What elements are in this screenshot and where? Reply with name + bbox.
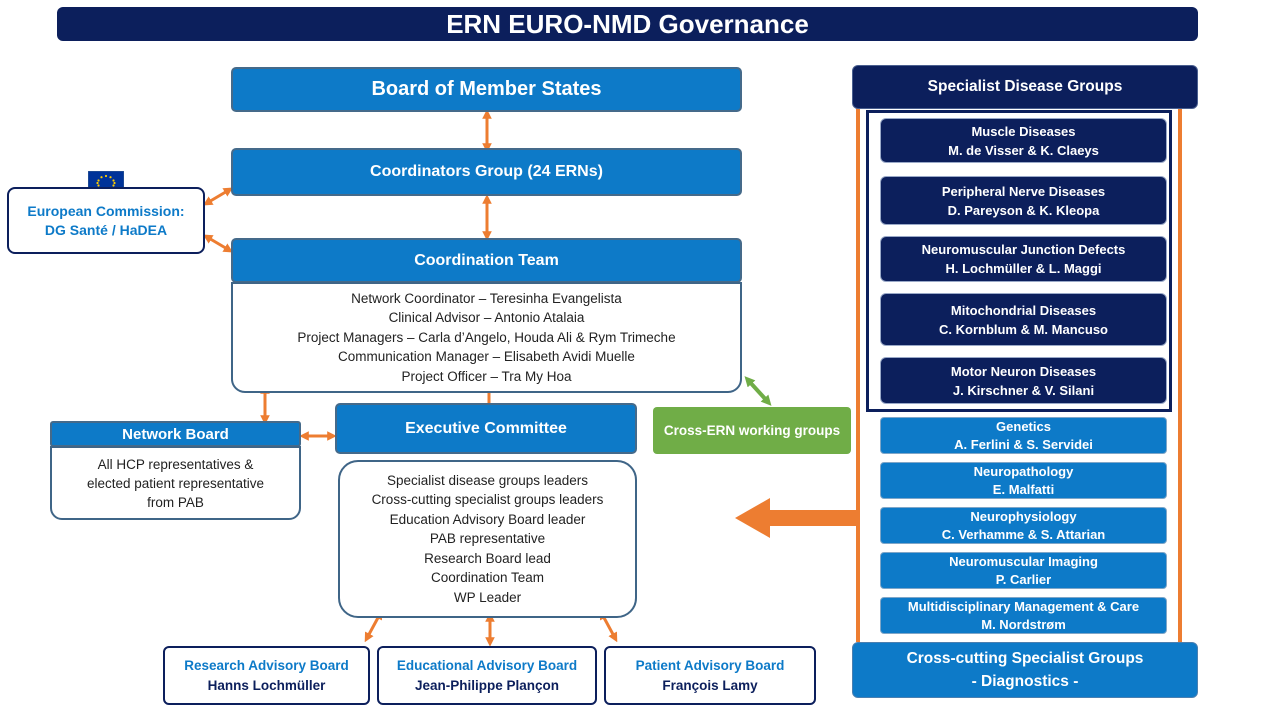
sdg-leads: J. Kirschner & V. Silani [952, 382, 1095, 398]
ccg-name: Neurophysiology [970, 508, 1077, 524]
coordination-team-header: Coordination Team [231, 238, 742, 283]
network-board-body: All HCP representatives & elected patien… [50, 446, 301, 520]
adv-title: Research Advisory Board [184, 657, 349, 673]
ccg-item-imaging: Neuromuscular Imaging P. Carlier [880, 552, 1167, 589]
ccg-title-line2: - Diagnostics - [971, 673, 1079, 690]
ccg-leads: E. Malfatti [992, 481, 1055, 497]
research-advisory-board: Research Advisory Board Hanns Lochmüller [163, 646, 370, 705]
arrow-ct-crossern [744, 376, 772, 406]
sdg-leads: C. Kornblum & M. Mancuso [939, 321, 1108, 337]
educational-advisory-board: Educational Advisory Board Jean-Philippe… [377, 646, 597, 705]
sdg-leads: D. Pareyson & K. Kleopa [947, 202, 1100, 218]
cross-ern-working-groups: Cross-ERN working groups [653, 407, 851, 454]
ccg-leads: A. Ferlini & S. Servidei [954, 436, 1093, 452]
exec-member: Cross-cutting specialist groups leaders [371, 492, 604, 508]
exec-member: Specialist disease groups leaders [386, 473, 589, 489]
adv-title: Patient Advisory Board [635, 657, 785, 673]
ccg-leads: C. Verhamme & S. Attarian [941, 526, 1106, 542]
sdg-name: Muscle Diseases [971, 123, 1076, 139]
exec-member: WP Leader [453, 589, 522, 605]
exec-member: PAB representative [429, 531, 546, 547]
ccg-item-neurophysiology: Neurophysiology C. Verhamme & S. Attaria… [880, 507, 1167, 544]
ccg-leads: P. Carlier [995, 571, 1052, 587]
arrow-ec-ct [202, 234, 234, 253]
ccg-name: Neuropathology [973, 463, 1074, 479]
ccg-item-neuropathology: Neuropathology E. Malfatti [880, 462, 1167, 499]
european-commission-box: European Commission: DG Santé / HaDEA [7, 187, 205, 254]
sdg-item-mitochondrial: Mitochondrial Diseases C. Kornblum & M. … [880, 293, 1167, 346]
ec-line2: DG Santé / HaDEA [44, 221, 168, 238]
nb-line: elected patient representative [86, 475, 265, 491]
patient-advisory-board: Patient Advisory Board François Lamy [604, 646, 816, 705]
arrow-ec-cg [202, 187, 234, 206]
ccg-title-line1: Cross-cutting Specialist Groups [906, 650, 1144, 667]
coordination-team-members: Network Coordinator – Teresinha Evangeli… [231, 282, 742, 393]
sdg-name: Neuromuscular Junction Defects [921, 242, 1126, 257]
arrow-exec-rab [364, 609, 383, 643]
adv-name: Hanns Lochmüller [207, 677, 326, 693]
adv-name: Jean-Philippe Plançon [414, 677, 560, 693]
specialist-groups-header: Specialist Disease Groups [852, 65, 1198, 109]
ccg-leads: M. Nordstrøm [981, 616, 1066, 632]
sdg-item-peripheral-nerve: Peripheral Nerve Diseases D. Pareyson & … [880, 176, 1167, 225]
ct-member: Project Officer – Tra My Hoa [401, 368, 572, 384]
nb-line: from PAB [147, 494, 204, 510]
ccg-name: Genetics [996, 418, 1051, 434]
ccg-name: Neuromuscular Imaging [949, 553, 1098, 569]
ccg-item-multidisciplinary: Multidisciplinary Management & Care M. N… [880, 597, 1167, 634]
block-arrow-to-exec [735, 498, 857, 538]
sdg-item-motor-neuron: Motor Neuron Diseases J. Kirschner & V. … [880, 357, 1167, 404]
ccg-name: Multidisciplinary Management & Care [907, 598, 1140, 614]
ct-member: Project Managers – Carla d’Angelo, Houda… [297, 329, 676, 345]
sdg-item-nmj-defects: Neuromuscular Junction Defects H. Lochmü… [880, 236, 1167, 282]
ct-member: Communication Manager – Elisabeth Avidi … [338, 349, 635, 365]
sdg-item-muscle: Muscle Diseases M. de Visser & K. Claeys [880, 118, 1167, 163]
exec-member: Education Advisory Board leader [389, 511, 586, 527]
ccg-item-genetics: Genetics A. Ferlini & S. Servidei [880, 417, 1167, 454]
ct-member: Clinical Advisor – Antonio Atalaia [388, 310, 585, 326]
executive-committee-header: Executive Committee [335, 403, 637, 454]
exec-member: Coordination Team [430, 570, 545, 586]
board-member-states: Board of Member States [231, 67, 742, 112]
coordinators-group: Coordinators Group (24 ERNs) [231, 148, 742, 196]
ct-member: Network Coordinator – Teresinha Evangeli… [351, 290, 622, 306]
adv-name: François Lamy [662, 677, 758, 693]
sdg-leads: M. de Visser & K. Claeys [948, 142, 1099, 158]
arrow-exec-pab [599, 609, 618, 643]
page-title: ERN EURO-NMD Governance [57, 7, 1198, 41]
nb-line: All HCP representatives & [97, 456, 254, 472]
sdg-name: Mitochondrial Diseases [950, 302, 1097, 318]
executive-committee-members: Specialist disease groups leaders Cross-… [338, 460, 637, 618]
sdg-name: Peripheral Nerve Diseases [941, 183, 1106, 199]
exec-member: Research Board lead [424, 550, 551, 566]
sdg-name: Motor Neuron Diseases [950, 363, 1097, 379]
cross-cutting-groups-footer: Cross-cutting Specialist Groups - Diagno… [852, 642, 1198, 698]
sdg-leads: H. Lochmüller & L. Maggi [945, 261, 1102, 276]
ec-line1: European Commission: [27, 202, 185, 219]
adv-title: Educational Advisory Board [396, 657, 578, 673]
network-board-header: Network Board [50, 421, 301, 447]
